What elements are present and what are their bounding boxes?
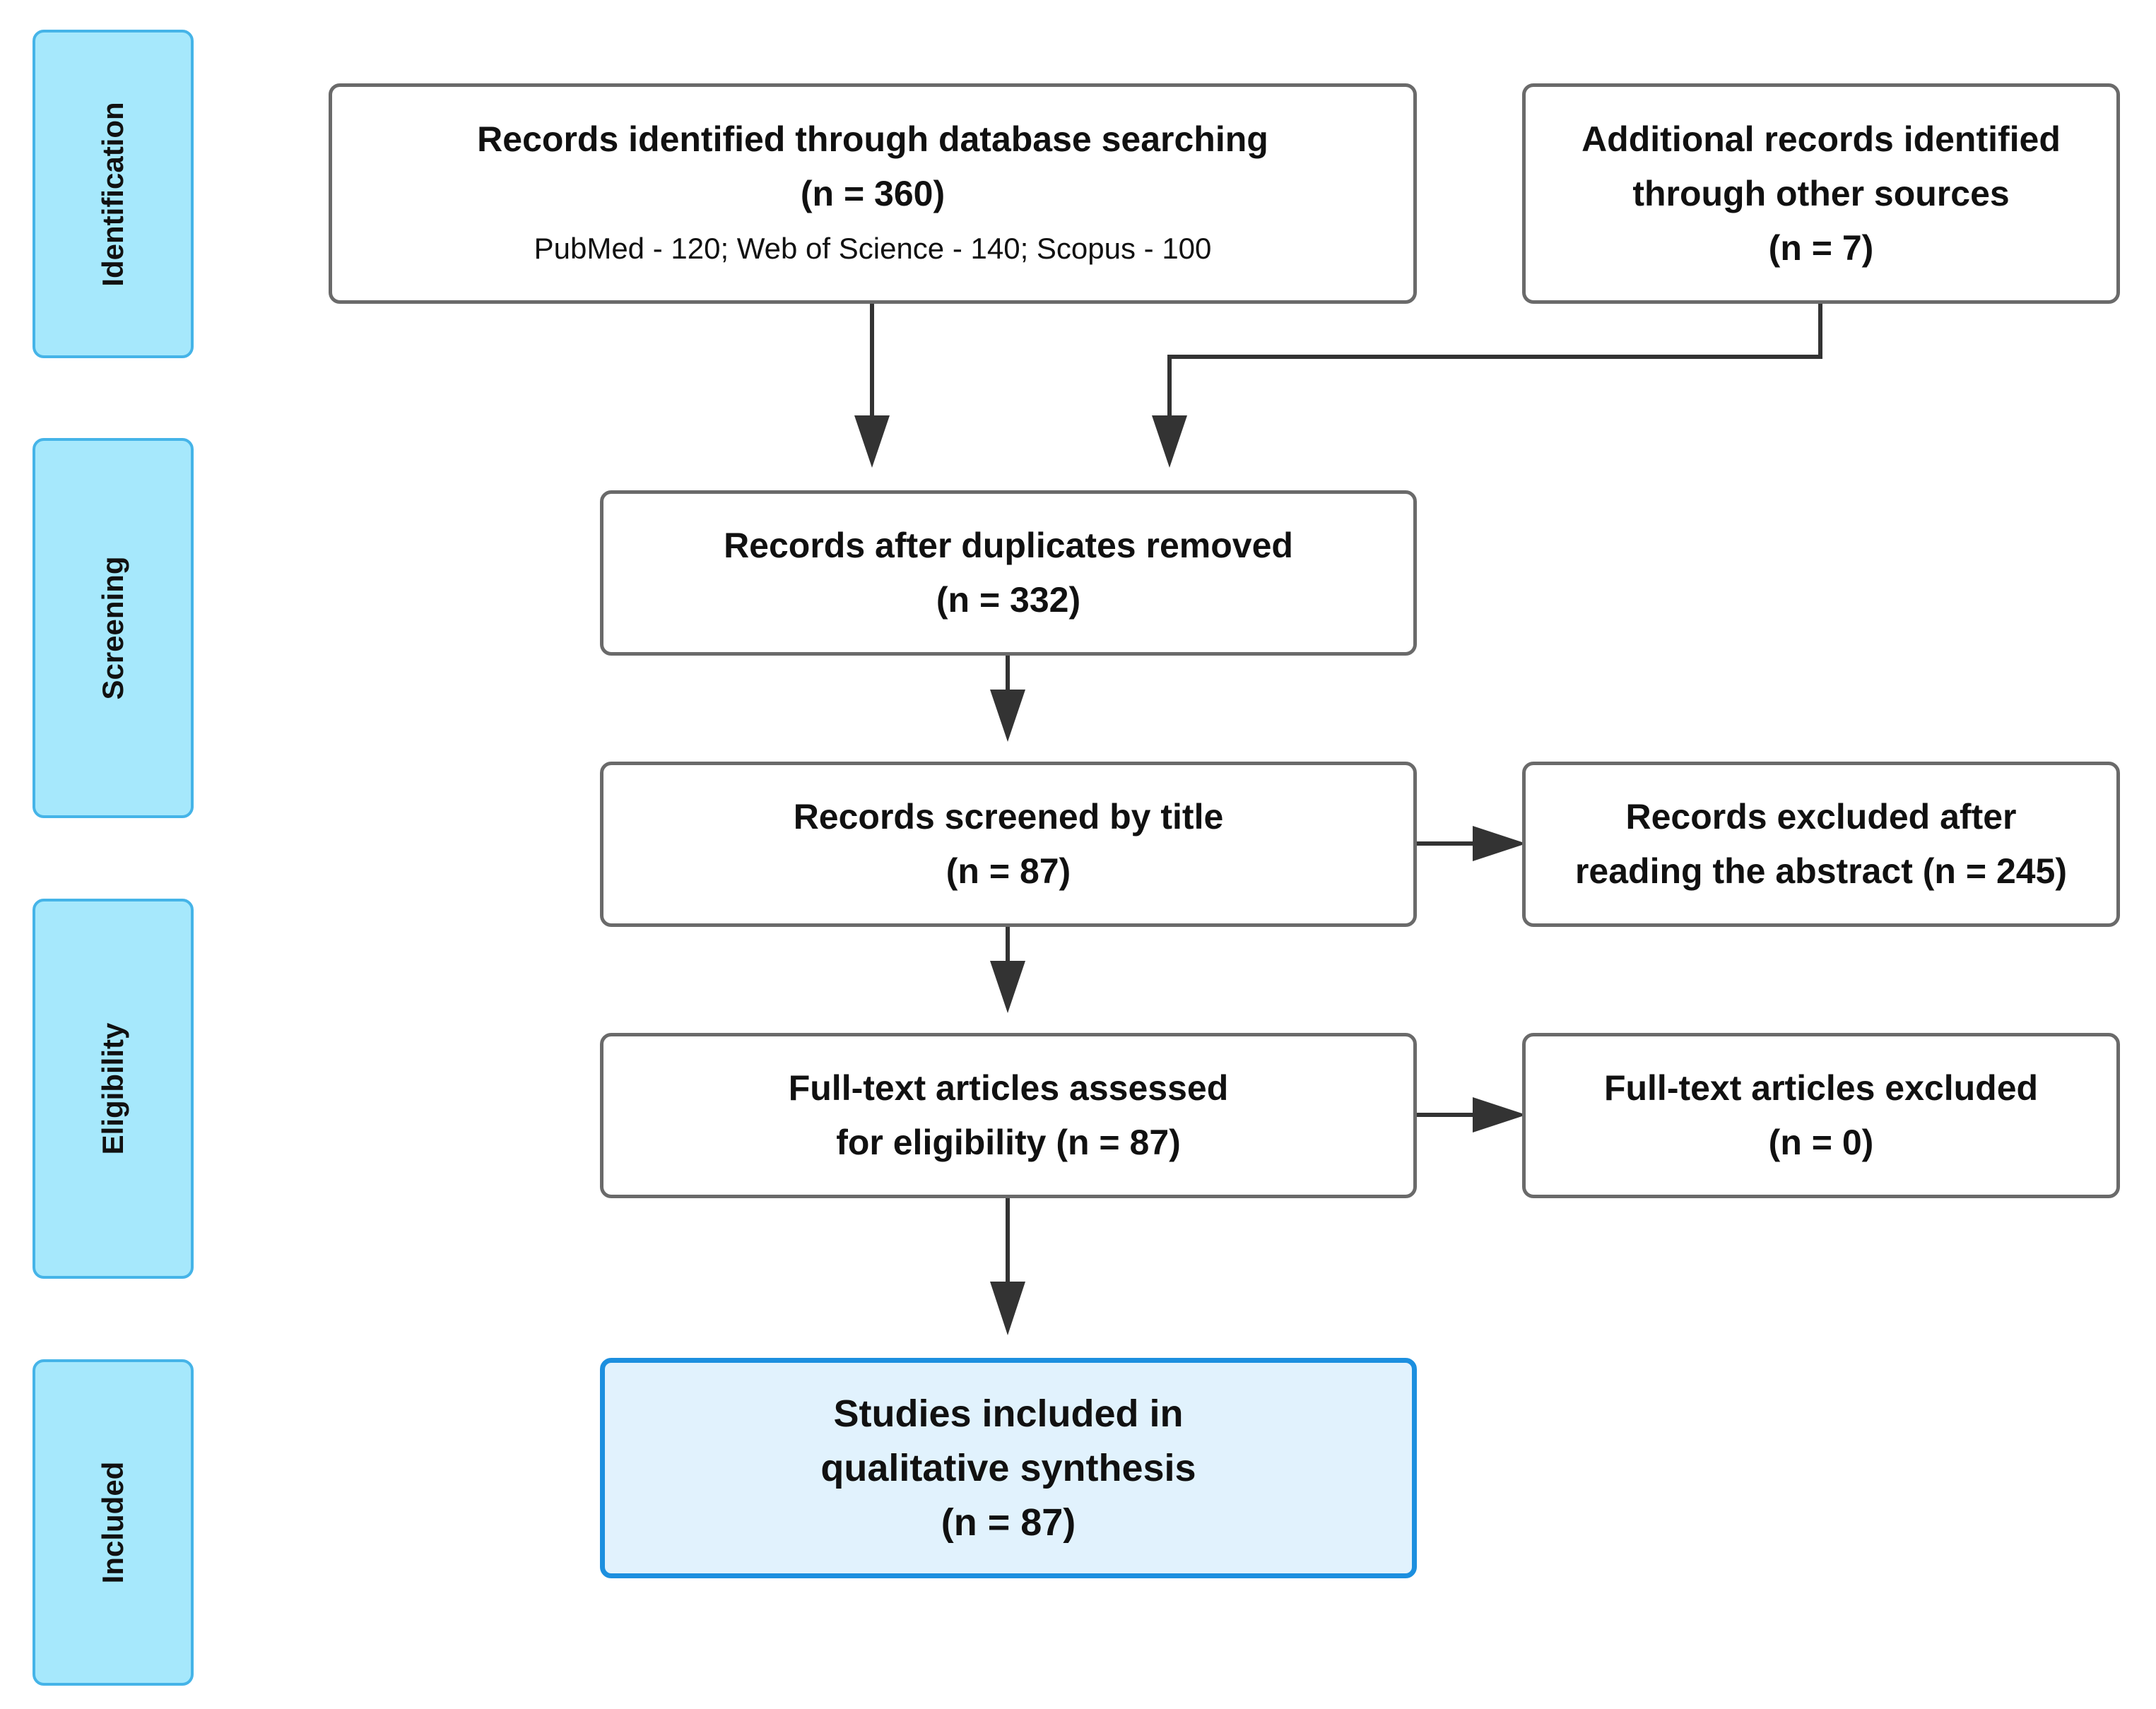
included-studies-line1: Studies included in [833, 1392, 1184, 1435]
other-sources-line2: through other sources [1632, 173, 2010, 213]
arrowhead-excluded-fulltext [1473, 1097, 1526, 1133]
fulltext-assessed-line1: Full-text articles assessed [788, 1068, 1229, 1108]
fulltext-excluded-count: (n = 0) [1768, 1123, 1874, 1162]
box-included-studies: Studies included in qualitative synthesi… [600, 1358, 1417, 1578]
arrowhead-other [1152, 415, 1187, 468]
excluded-abstract-line1: Records excluded after [1625, 797, 2017, 836]
other-sources-line1: Additional records identified [1581, 119, 2061, 159]
included-studies-line2: qualitative synthesis [820, 1446, 1196, 1489]
database-search-detail: PubMed - 120; Web of Science - 140; Scop… [534, 231, 1212, 265]
included-studies-count: (n = 87) [941, 1501, 1076, 1544]
screened-by-title-count: (n = 87) [946, 851, 1071, 891]
box-screened-by-title: Records screened by title (n = 87) [600, 762, 1417, 927]
arrowhead-excluded-abstract [1473, 826, 1526, 861]
database-search-title: Records identified through database sear… [477, 119, 1268, 159]
box-excluded-abstract: Records excluded after reading the abstr… [1522, 762, 2120, 927]
other-sources-count: (n = 7) [1768, 227, 1874, 268]
box-other-sources: Additional records identified through ot… [1522, 83, 2120, 304]
arrow-other-to-duplicates [1167, 302, 1822, 424]
database-search-count: (n = 360) [800, 173, 946, 213]
fulltext-assessed-line2: for eligibility (n = 87) [836, 1123, 1181, 1162]
screened-by-title-title: Records screened by title [793, 797, 1224, 836]
duplicates-removed-title: Records after duplicates removed [724, 526, 1293, 565]
arrowhead-fulltext [990, 1282, 1025, 1335]
excluded-abstract-line2: reading the abstract (n = 245) [1574, 851, 2068, 891]
box-duplicates-removed: Records after duplicates removed (n = 33… [600, 490, 1417, 656]
box-database-search: Records identified through database sear… [329, 83, 1417, 304]
phase-screening: Screening [33, 438, 194, 818]
arrowhead-screened [990, 961, 1025, 1013]
phase-included: Included [33, 1359, 194, 1686]
fulltext-excluded-title: Full-text articles excluded [1603, 1068, 2039, 1108]
duplicates-removed-count: (n = 332) [936, 580, 1081, 620]
box-fulltext-excluded: Full-text articles excluded (n = 0) [1522, 1033, 2120, 1198]
phase-identification: Identification [33, 30, 194, 358]
phase-eligibility: Eligibility [33, 899, 194, 1279]
box-fulltext-assessed: Full-text articles assessed for eligibil… [600, 1033, 1417, 1198]
arrowhead-duplicates [990, 690, 1025, 742]
arrowhead-search [854, 415, 890, 468]
